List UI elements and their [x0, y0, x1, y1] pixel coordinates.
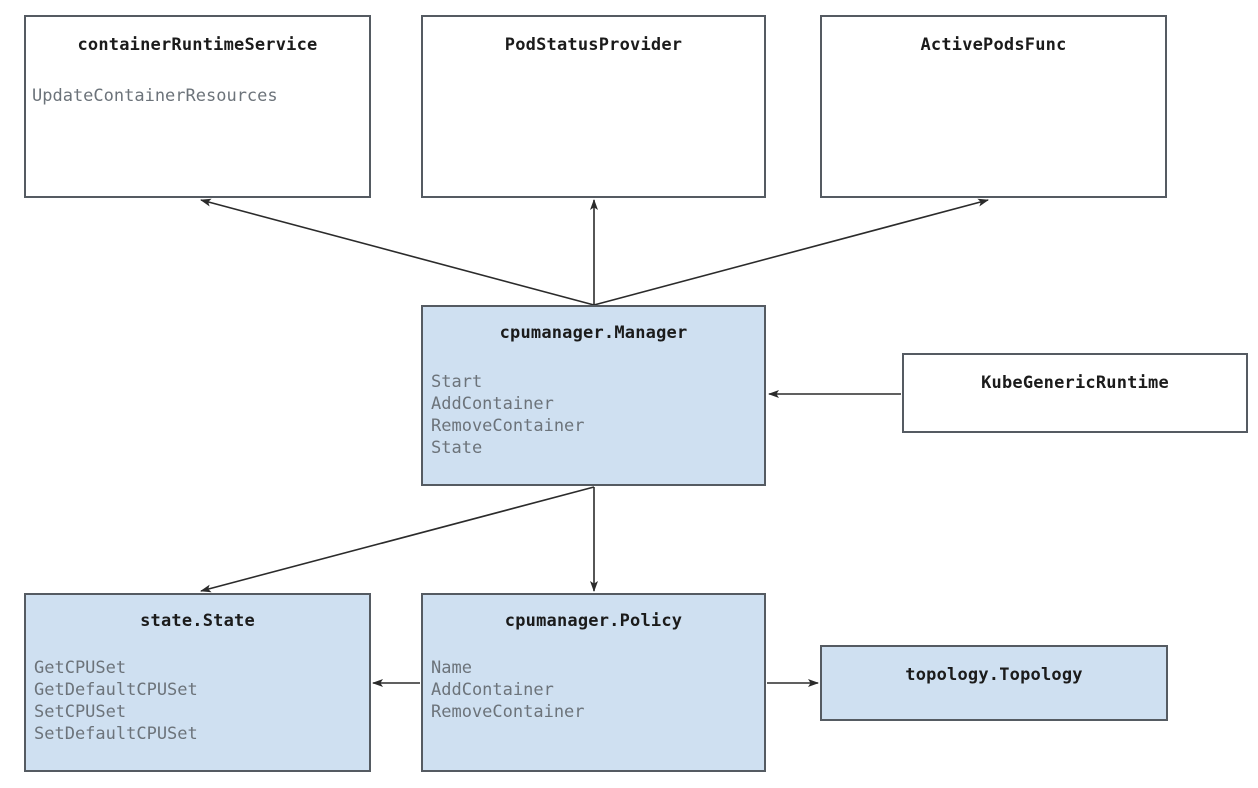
class-node-member: GetDefaultCPUSet [34, 680, 198, 700]
class-node-member: RemoveContainer [431, 702, 585, 722]
class-node-title: state.State [140, 611, 255, 631]
class-node-title: KubeGenericRuntime [981, 373, 1169, 393]
class-node-title: containerRuntimeService [77, 35, 318, 55]
class-node-member: Start [431, 372, 483, 392]
class-node-kube-generic-runtime: KubeGenericRuntime [902, 353, 1248, 433]
class-node-member: Name [431, 658, 472, 678]
class-node-member: SetDefaultCPUSet [34, 724, 198, 744]
class-node-title: cpumanager.Manager [499, 323, 688, 343]
class-node-active-pods-func: ActivePodsFunc [820, 15, 1167, 198]
edge-manager-to-state-state [200, 486, 595, 593]
class-node-title: PodStatusProvider [504, 35, 683, 55]
class-node-member: AddContainer [431, 394, 554, 414]
class-node-topology-topology: topology.Topology [820, 645, 1168, 721]
class-node-member-list: UpdateContainerResources [32, 85, 278, 107]
class-node-member: AddContainer [431, 680, 554, 700]
class-node-pod-status-provider: PodStatusProvider [421, 15, 766, 198]
class-node-member: State [431, 438, 483, 458]
class-node-title: ActivePodsFunc [920, 35, 1067, 55]
edge-manager-to-container-runtime-service [200, 198, 595, 306]
class-node-title: topology.Topology [905, 665, 1083, 685]
edge-manager-to-active-pods-func [593, 198, 989, 306]
class-node-title: cpumanager.Policy [504, 611, 683, 631]
class-node-member: GetCPUSet [34, 658, 127, 678]
class-node-member: RemoveContainer [431, 416, 585, 436]
class-node-member: SetCPUSet [34, 702, 127, 722]
class-node-member: UpdateContainerResources [32, 86, 278, 106]
